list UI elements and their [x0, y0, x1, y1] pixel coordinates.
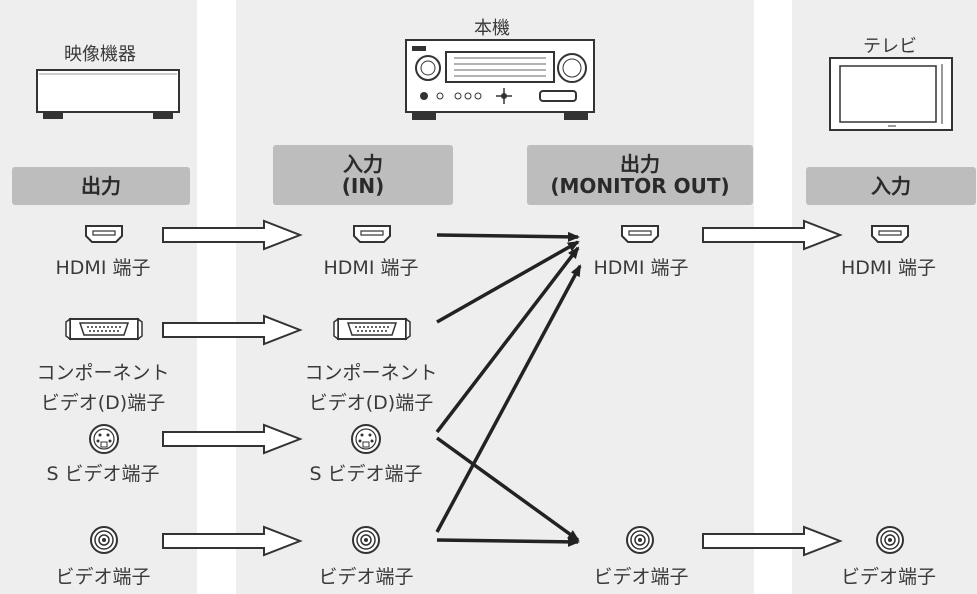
- unit-out-hdmi-icon: [621, 225, 659, 243]
- tv-video-label: ビデオ端子: [840, 566, 936, 588]
- cable-arrow-component-source: [162, 314, 303, 346]
- route-video-to-video: [436, 536, 580, 547]
- unit-in-hdmi-icon: [353, 225, 391, 243]
- unit-in-hdmi-label: HDMI 端子: [323, 257, 419, 279]
- tv-hdmi-icon: [871, 225, 909, 243]
- unit-input-header: 入力 (IN): [273, 145, 453, 205]
- route-svideo-to-video: [435, 436, 580, 542]
- unit-out-video-label: ビデオ端子: [593, 566, 689, 588]
- unit-in-svideo-label: S ビデオ端子: [309, 463, 423, 485]
- cable-arrow-hdmi-tv: [702, 219, 843, 251]
- source-device-title: 映像機器: [64, 44, 136, 65]
- unit-in-component-label: コンポーネント ビデオ(D)端子: [304, 362, 438, 414]
- route-hdmi-to-hdmi: [436, 231, 580, 242]
- unit-output-header: 出力 (MONITOR OUT): [527, 145, 753, 205]
- unit-in-component-icon: [333, 318, 411, 340]
- source-component-label: コンポーネント ビデオ(D)端子: [36, 362, 170, 414]
- unit-title: 本機: [474, 18, 510, 39]
- tv-video-icon: [876, 526, 904, 554]
- route-svideo-to-hdmi: [435, 246, 580, 434]
- source-output-header: 出力: [12, 167, 190, 205]
- cable-arrow-video-tv: [702, 525, 843, 557]
- tv-input-header: 入力: [806, 167, 976, 205]
- cable-arrow-hdmi-source: [162, 219, 303, 251]
- source-device-icon: [36, 69, 180, 119]
- tv-hdmi-label: HDMI 端子: [841, 257, 936, 279]
- cable-arrow-video-source: [162, 525, 303, 557]
- source-svideo-icon: [89, 424, 119, 454]
- unit-out-video-icon: [626, 526, 654, 554]
- cable-arrow-svideo-source: [162, 423, 303, 455]
- av-receiver-icon: [405, 39, 595, 120]
- source-hdmi-icon: [85, 225, 123, 243]
- source-svideo-label: S ビデオ端子: [46, 463, 160, 485]
- source-video-icon: [90, 526, 118, 554]
- unit-out-hdmi-label: HDMI 端子: [593, 257, 689, 279]
- tv-title: テレビ: [863, 36, 917, 57]
- route-component-to-hdmi: [436, 240, 580, 324]
- unit-in-video-icon: [352, 526, 380, 554]
- source-hdmi-label: HDMI 端子: [55, 257, 151, 279]
- source-video-label: ビデオ端子: [55, 566, 151, 588]
- route-video-to-hdmi: [435, 264, 582, 533]
- source-component-icon: [65, 318, 143, 340]
- unit-in-video-label: ビデオ端子: [318, 566, 414, 588]
- tv-icon: [829, 57, 953, 131]
- unit-in-svideo-icon: [351, 424, 381, 454]
